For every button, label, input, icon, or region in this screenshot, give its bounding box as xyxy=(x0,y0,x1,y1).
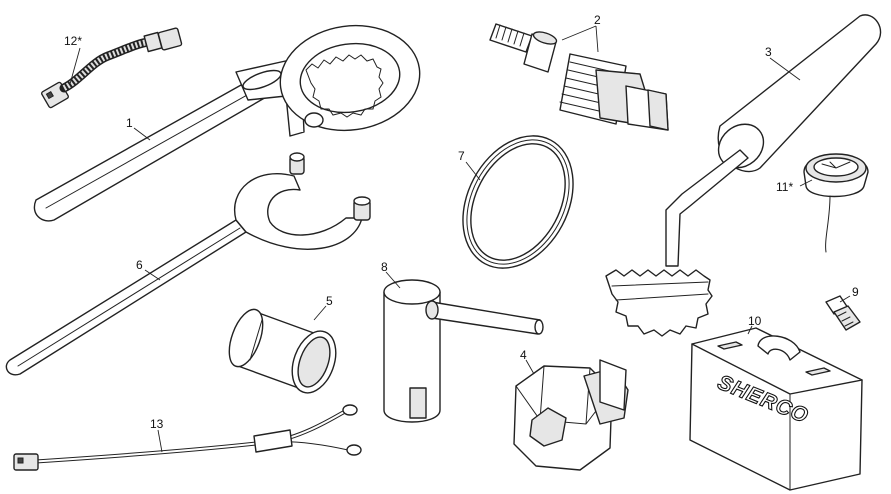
part-5-sleeve xyxy=(228,308,337,394)
callout-13: 13 xyxy=(150,417,164,431)
part-6-pin-spanner xyxy=(5,152,371,376)
part-11-gauge xyxy=(803,153,869,253)
callout-11: 11* xyxy=(776,180,793,194)
callout-12: 12* xyxy=(64,34,82,48)
callout-3: 3 xyxy=(765,45,772,59)
callout-7: 7 xyxy=(458,149,465,163)
callout-8: 8 xyxy=(381,260,388,274)
callout-5: 5 xyxy=(326,294,333,308)
part-4-hex-adapter xyxy=(513,359,629,471)
callout-9: 9 xyxy=(852,285,859,299)
callout-6: 6 xyxy=(136,258,143,272)
part-13-cable xyxy=(13,404,362,471)
part-9-small-part xyxy=(825,295,861,331)
part-7-ring xyxy=(462,135,574,269)
part-1-filter-wrench xyxy=(33,24,421,222)
part-8-t-handle xyxy=(383,279,544,423)
callout-10: 10 xyxy=(748,314,762,328)
part-12-harness xyxy=(41,27,183,109)
callout-1: 1 xyxy=(126,116,133,130)
callout-2: 2 xyxy=(594,13,601,27)
part-10-case: SHERCO xyxy=(689,327,863,491)
part-2-threaded-tool xyxy=(489,23,669,131)
part-3-gear-tool xyxy=(605,14,882,337)
callout-labels: 12* 1 2 3 11* 7 6 5 8 4 9 10 13 xyxy=(64,13,859,431)
callout-4: 4 xyxy=(520,348,527,362)
callout-leaders xyxy=(69,25,851,453)
